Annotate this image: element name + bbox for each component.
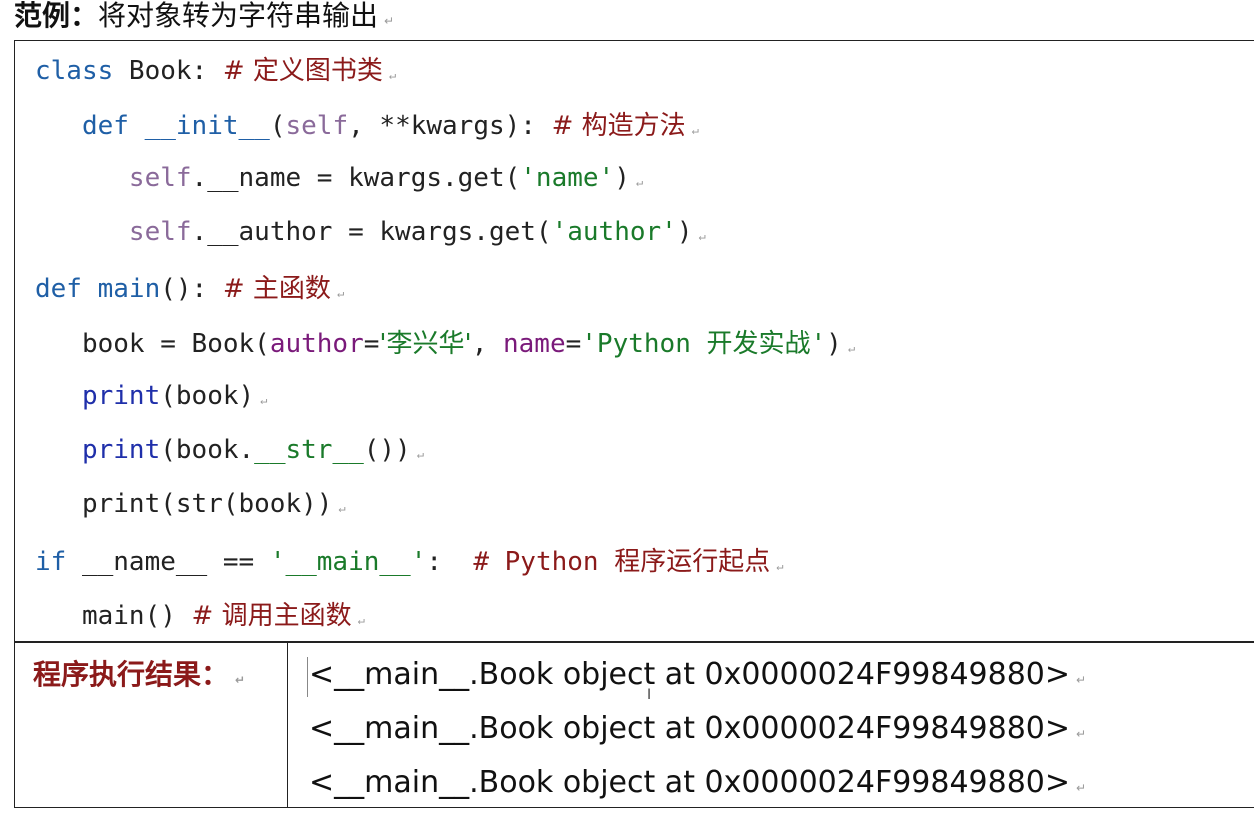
function-name: __init__ — [144, 111, 270, 141]
ibeam-cursor-icon: I — [647, 687, 652, 703]
code-line-9: print(str(book))↵ — [81, 489, 346, 519]
paragraph-mark-icon: ↵ — [847, 341, 856, 355]
result-divider — [287, 643, 288, 807]
code-line-7: print(book)↵ — [81, 381, 268, 411]
result-line-2: <__main__.Book object at 0x0000024F99849… — [309, 711, 1087, 746]
code-line-11: main() # 调用主函数↵ — [81, 601, 365, 631]
code-line-6: book = Book(author='李兴华', name='Python 开… — [81, 329, 856, 359]
result-label: 程序执行结果：↵ — [33, 658, 246, 691]
keyword: if — [35, 547, 67, 577]
result-line-1: <__main__.Book object at 0x0000024F99849… — [309, 657, 1087, 692]
code-line-3: self.__name = kwargs.get('name')↵ — [128, 163, 644, 193]
paragraph-mark-icon: ↵ — [416, 447, 424, 461]
code-line-10: if __name__ == '__main__': # Python 程序运行… — [35, 547, 784, 577]
string-literal: 'author' — [551, 217, 677, 247]
paragraph-mark-icon: ↵ — [260, 393, 268, 407]
comment: # 构造方法 — [551, 111, 686, 141]
keyword: def — [81, 111, 129, 141]
paragraph-mark-icon: ↵ — [336, 286, 345, 300]
keyword: class — [35, 56, 114, 86]
string-literal: 'name' — [520, 163, 615, 193]
paragraph-mark-icon: ↵ — [338, 501, 346, 515]
comment: # 主函数 — [222, 274, 331, 304]
function-name: main — [97, 274, 161, 304]
paragraph-mark-icon: ↵ — [388, 68, 397, 82]
paragraph-mark-icon: ↵ — [776, 559, 784, 573]
heading-title: 将对象转为字符串输出 — [98, 0, 379, 32]
self-ref: self — [128, 217, 192, 247]
builtin: print — [81, 381, 161, 411]
code-line-1: class Book: # 定义图书类 ↵ — [35, 54, 396, 88]
text-cursor — [307, 657, 308, 697]
comment: # Python 程序运行起点 — [473, 547, 771, 577]
paragraph-mark-icon: ↵ — [698, 229, 706, 243]
dunder-method: __str__ — [254, 435, 364, 465]
code-block: class Book: # 定义图书类↵ def __init__(self, … — [14, 40, 1254, 642]
string-literal: '__main__' — [269, 547, 427, 577]
class-name: Book: — [113, 56, 223, 86]
paragraph-mark-icon: ↵ — [635, 175, 644, 189]
code-line-4: self.__author = kwargs.get('author')↵ — [128, 217, 706, 247]
result-line-3: <__main__.Book object at 0x0000024F99849… — [309, 765, 1087, 800]
code-line-8: print(book.__str__())↵ — [81, 435, 424, 465]
code-line-2: def __init__(self, **kwargs): # 构造方法↵ — [81, 111, 699, 141]
paragraph-mark-icon: ↵ — [1076, 673, 1087, 687]
code-line-5: def main(): # 主函数↵ — [35, 274, 345, 304]
heading-label: 范例： — [14, 0, 99, 32]
paragraph-mark-icon: ↵ — [384, 14, 395, 28]
self-ref: self — [128, 163, 192, 193]
keyword-arg: author — [269, 329, 364, 359]
page-heading: 范例：将对象转为字符串输出 ↵ — [14, 0, 394, 34]
paragraph-mark-icon: ↵ — [1076, 781, 1087, 795]
string-literal: '李兴华' — [379, 329, 472, 359]
execution-result-block: 程序执行结果：↵ <__main__.Book object at 0x0000… — [14, 642, 1254, 808]
string-literal: 'Python 开发实战' — [581, 329, 827, 359]
paragraph-mark-icon: ↵ — [691, 123, 699, 137]
self-param: self — [285, 111, 349, 141]
paragraph-mark-icon: ↵ — [357, 613, 365, 627]
keyword-arg: name — [503, 329, 566, 359]
comment: # 调用主函数 — [191, 601, 352, 631]
paragraph-mark-icon: ↵ — [1076, 727, 1087, 741]
paragraph-mark-icon: ↵ — [235, 673, 246, 687]
keyword: def — [35, 274, 82, 304]
builtin: print — [81, 435, 161, 465]
comment: # 定义图书类 — [222, 56, 383, 86]
